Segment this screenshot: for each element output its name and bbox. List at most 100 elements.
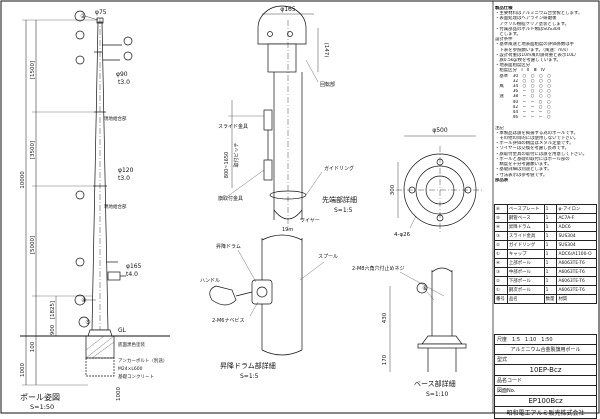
dim-100: 100 bbox=[30, 341, 36, 352]
callout-circle-b bbox=[75, 55, 85, 65]
note-line: アクリル樹脂クリア塗装とします。 bbox=[495, 21, 569, 27]
drum-label-handle: ハンドル bbox=[200, 278, 220, 284]
title-product-name: アルミニウム合金製旗用ポール bbox=[494, 345, 597, 355]
parts-cell: 番号 bbox=[494, 294, 508, 304]
tip-hole-2 bbox=[287, 31, 293, 37]
tip-detail bbox=[227, 5, 323, 230]
parts-cell: 1 bbox=[543, 240, 558, 250]
foundation-hatch-2 bbox=[91, 341, 115, 359]
title-drawing-label: 図面No. bbox=[497, 388, 516, 394]
foundation-hatch-3 bbox=[85, 335, 105, 351]
note-line: ・寸法表示は参考値です。 bbox=[495, 172, 548, 178]
drum-detail bbox=[209, 234, 325, 356]
callout-circle-a bbox=[75, 30, 85, 40]
note-line: 設計条件 bbox=[495, 37, 513, 43]
dim-5000: [5000] bbox=[30, 236, 36, 254]
label-top-dia: φ75 bbox=[95, 9, 107, 16]
label-foundation: 基礎コンクリート bbox=[118, 373, 154, 380]
note-line: ・ポールと基礎の取付にはポール部の bbox=[495, 156, 570, 162]
notes-lines: ・主要材料はアルミニウム合金製とします。・表面処理はヘアライン研磨後 アクリル樹… bbox=[495, 11, 597, 178]
parts-cell: 1 bbox=[543, 222, 558, 232]
label-joint-2: 現地給合部 bbox=[104, 203, 127, 210]
parts-cell: 1 bbox=[543, 213, 558, 223]
parts-cell: 材質 bbox=[556, 294, 597, 304]
base-detail-title: ベース部詳細 bbox=[414, 379, 456, 388]
callout-number-5: ⑤ bbox=[85, 319, 90, 326]
parts-cell: スライド金具 bbox=[506, 231, 545, 241]
note-line: ・主要材料はアルミニウム合金製とします。 bbox=[495, 11, 583, 17]
label-dia-165: φ165 bbox=[126, 263, 142, 270]
base-leader-holes bbox=[409, 215, 417, 229]
pole-base bbox=[87, 329, 113, 337]
label-gl: GL bbox=[118, 327, 127, 334]
drum-spool bbox=[256, 286, 268, 298]
parts-cell: φ-アイロン bbox=[556, 204, 597, 214]
drum-detail-scale: S=1:5 bbox=[240, 373, 259, 380]
callout-circle-e bbox=[123, 36, 133, 46]
note-line: 風 34 ○ ○ ○ ○ bbox=[495, 84, 552, 90]
drum-label-screw: 2-M6ナベビス bbox=[212, 317, 244, 324]
pole-view-text: ② ④ ⑤ φ75 φ90 t3.0 現地給合部 φ120 t3.0 現地給合部… bbox=[20, 9, 167, 411]
label-dia-120: φ120 bbox=[118, 167, 134, 174]
dim-3500: [3500] bbox=[30, 141, 36, 159]
drum-handle-shaft bbox=[235, 291, 253, 297]
base-side-plate bbox=[417, 343, 467, 349]
callout-circle-d bbox=[75, 257, 85, 267]
pole-view bbox=[20, 10, 170, 386]
base-430-label: 430 bbox=[382, 312, 388, 323]
leader-1 bbox=[84, 15, 99, 21]
label-thk-120: t3.0 bbox=[118, 175, 130, 182]
label-dia-90: φ90 bbox=[116, 71, 128, 78]
base-side-flare bbox=[421, 335, 463, 345]
note-line: 44 − − − ○ bbox=[495, 110, 551, 116]
callout-number-1: ② bbox=[80, 13, 86, 20]
tip-leader-rotor bbox=[305, 59, 319, 83]
note-line: 36 − ○ ○ ○ bbox=[495, 89, 551, 95]
parts-cell: 鋼管ベース bbox=[506, 213, 545, 223]
parts-cell: 1 bbox=[543, 285, 558, 295]
drum-leader-screw bbox=[249, 301, 259, 317]
tip-rotor-label: 回転部 bbox=[320, 81, 335, 88]
callout-number-4: ④ bbox=[81, 297, 86, 304]
note-line: ・地表面粗度区分 bbox=[495, 63, 531, 69]
base-dia-label: φ500 bbox=[432, 127, 448, 134]
drum-on-pole bbox=[107, 271, 121, 281]
drum-detail-text: 昇降ドラム スプール ハンドル 2-M6ナベビス 昇降ドラム部詳細 S=1:5 bbox=[200, 243, 338, 380]
drum-pipe-bottom-break bbox=[261, 349, 303, 356]
tip-leader-flag bbox=[227, 169, 265, 197]
note-line: ・旗取付金具の取付には旗を用意して下さい。 bbox=[495, 151, 588, 157]
label-base-paint: 底面黒色塗装 bbox=[118, 341, 145, 348]
dim-1500: [1500] bbox=[30, 61, 36, 79]
drum-body bbox=[251, 279, 273, 305]
title-model-value: 10EP-Bcz bbox=[494, 365, 597, 376]
parts-cell: SUS304 bbox=[556, 240, 597, 250]
title-drawing-no: EP100Bcz bbox=[494, 396, 597, 407]
note-line: ・ポール評価の精度はメタル定量です。 bbox=[495, 141, 574, 147]
parts-cell: ② bbox=[494, 240, 508, 250]
note-line: 注記 bbox=[495, 125, 504, 131]
parts-cell: ④ bbox=[494, 222, 508, 232]
base-leader-6 bbox=[426, 291, 435, 301]
note-line: ・設計荷重は10m風の旗荷重と表示10L/ bbox=[495, 52, 576, 58]
tip-147-label: (147) bbox=[323, 43, 329, 58]
label-thk-90: t3.0 bbox=[118, 79, 130, 86]
parts-heading: 部品表 bbox=[495, 177, 509, 183]
parts-row: 番号品名数量材質 bbox=[494, 294, 597, 304]
parts-cell: 1 bbox=[543, 267, 558, 277]
tip-wire-length: 19m bbox=[282, 227, 293, 233]
anchor-zone bbox=[85, 357, 115, 377]
parts-cell: AC7A-F bbox=[556, 213, 597, 223]
parts-cell: 品名 bbox=[506, 294, 545, 304]
parts-cell: A6063TE-T6 bbox=[556, 267, 597, 277]
callout-circle-c bbox=[75, 190, 85, 200]
parts-cell: ADC6/A1100-O bbox=[556, 249, 597, 259]
parts-cell: 1 bbox=[543, 231, 558, 241]
parts-cell: ② bbox=[494, 276, 508, 286]
